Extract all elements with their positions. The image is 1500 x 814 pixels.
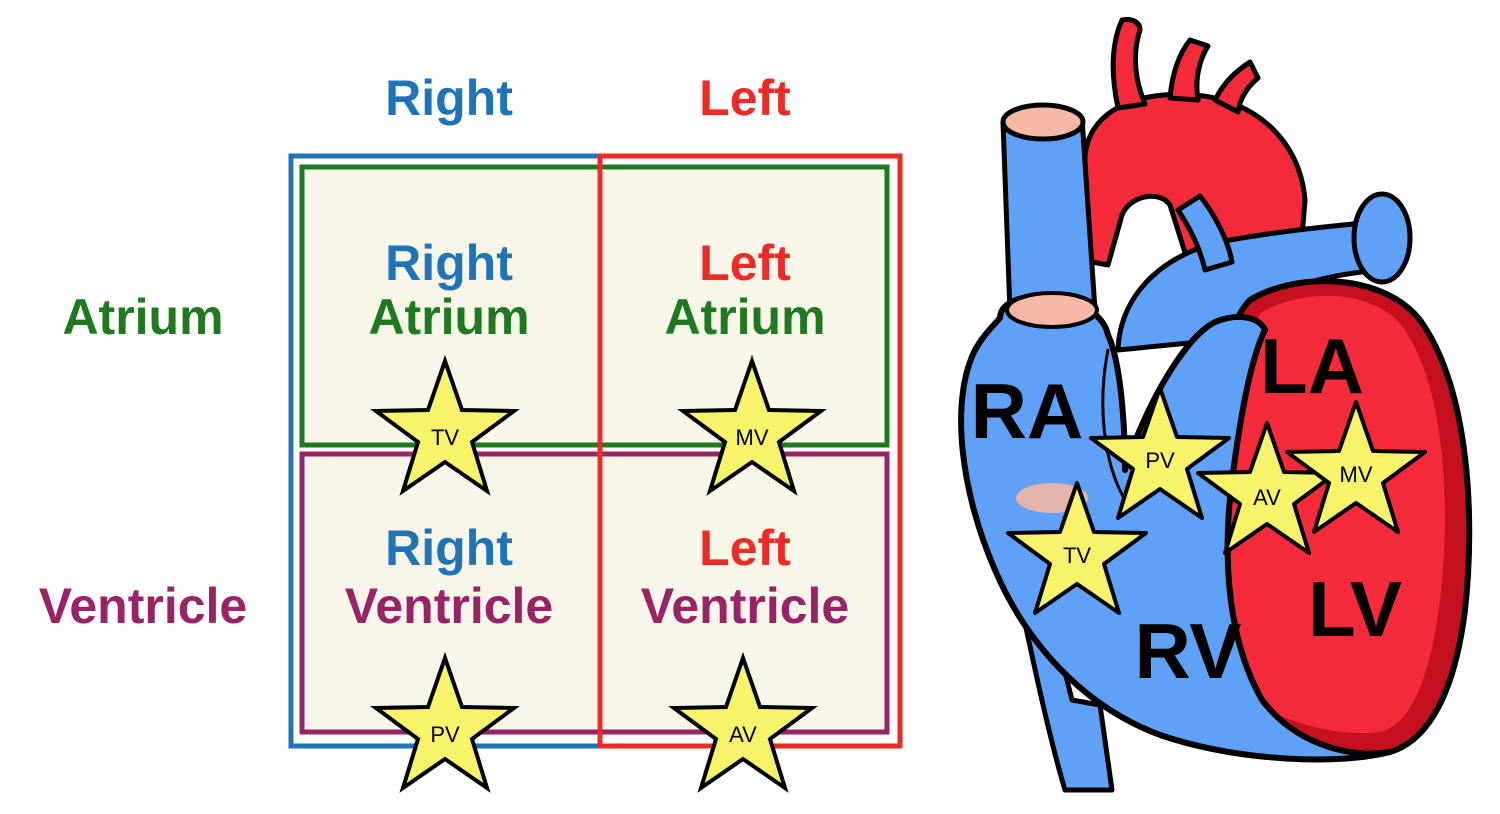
heart-mitral-valve-label: MV: [1340, 462, 1373, 487]
column-header-left: Left: [699, 70, 791, 126]
right-atrium-label-line1: Right: [385, 235, 513, 291]
right-ventricle-label-line1: Right: [385, 520, 513, 576]
left-atrium-label-line2: Atrium: [664, 289, 825, 345]
heart-pulmonary-valve-label: PV: [1145, 448, 1175, 473]
aorta-branch-2: [1167, 37, 1211, 103]
left-atrium-label-line1: Left: [699, 235, 791, 291]
grid-aortic-valve-label: AV: [729, 722, 757, 747]
heart-illustration: RA LA RV LV PV AV MV TV: [958, 17, 1473, 793]
grid-aortic-valve-star: AV: [672, 656, 814, 790]
pulmonary-artery-opening: [1351, 191, 1413, 285]
superior-vena-cava: [1000, 115, 1098, 315]
ventricle-row-frame: [299, 451, 890, 735]
aorta-arch: [1079, 91, 1308, 268]
heart-aortic-valve-star: AV: [1196, 421, 1338, 555]
heart-label-la: LA: [1260, 322, 1364, 410]
pulmonary-artery-branch: [1175, 193, 1235, 273]
grid-mitral-valve-label: MV: [736, 425, 769, 450]
heart-label-lv: LV: [1308, 565, 1402, 653]
row-header-atrium: Atrium: [62, 289, 223, 345]
atrium-row-frame: [299, 164, 890, 448]
superior-vena-cava-opening: [1000, 102, 1086, 142]
grid-pulmonary-valve-star: PV: [374, 656, 516, 790]
right-atrium-label-line2: Atrium: [368, 289, 529, 345]
heart-aortic-valve-label: AV: [1253, 485, 1281, 510]
right-heart-body: [958, 293, 1393, 763]
heart-label-rv: RV: [1135, 607, 1242, 695]
grid-pulmonary-valve-label: PV: [430, 722, 460, 747]
aorta-branch-1: [1110, 17, 1148, 111]
row-header-ventricle: Ventricle: [39, 578, 247, 634]
heart-tricuspid-valve-star: TV: [1006, 481, 1148, 615]
aorta-branch-3: [1212, 59, 1261, 115]
grid-tricuspid-valve-label: TV: [431, 425, 459, 450]
superior-vena-cava-lower-opening: [1005, 291, 1099, 329]
chamber-grid: Right Left Atrium Ventricle Right Atrium…: [39, 70, 903, 790]
left-ventricle-label-line1: Left: [699, 520, 791, 576]
heart-label-ra: RA: [971, 367, 1084, 455]
right-atrium-boundary: [1101, 348, 1127, 502]
heart-mitral-valve-star: MV: [1285, 400, 1427, 534]
left-ventricle-label-line2: Ventricle: [641, 578, 849, 634]
heart-tricuspid-valve-label: TV: [1063, 543, 1091, 568]
column-header-right: Right: [385, 70, 513, 126]
grid-mitral-valve-star: MV: [681, 359, 823, 493]
heart-pulmonary-valve-star: PV: [1089, 386, 1231, 520]
right-ventricle-label-line2: Ventricle: [345, 578, 553, 634]
grid-tricuspid-valve-star: TV: [374, 359, 516, 493]
